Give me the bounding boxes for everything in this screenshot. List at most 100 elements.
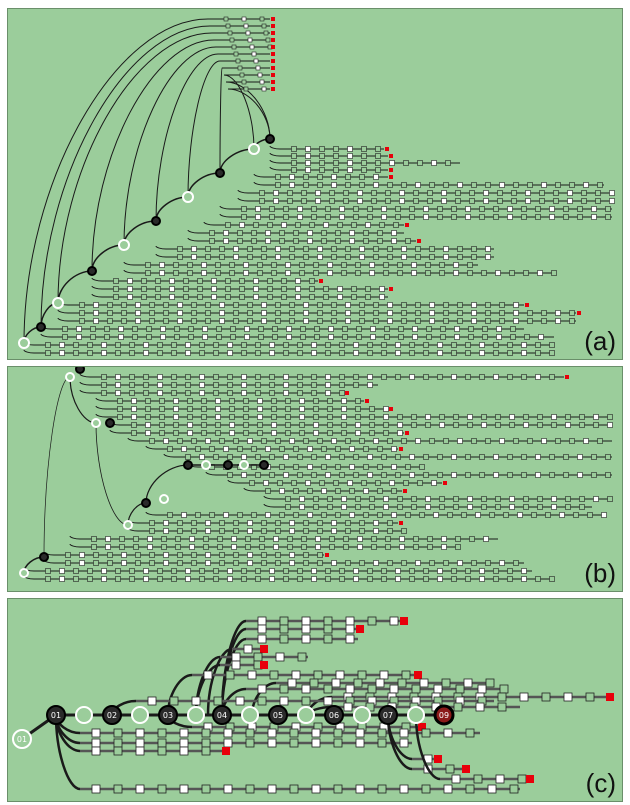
state-node: [499, 302, 505, 308]
state-node: [179, 738, 189, 748]
branch-edge: [269, 159, 281, 164]
state-node: [161, 544, 167, 550]
state-node: [453, 422, 459, 428]
state-node: [295, 222, 301, 228]
state-node: [325, 576, 331, 582]
state-node: [229, 430, 235, 436]
panel-a: (a): [7, 8, 623, 360]
hub-node: [212, 705, 232, 725]
state-node: [325, 342, 331, 348]
state-node: [496, 326, 502, 332]
state-node: [521, 568, 527, 574]
state-node: [325, 472, 331, 478]
state-node: [333, 738, 343, 748]
state-node: [261, 254, 267, 260]
state-node: [415, 560, 421, 566]
state-node: [257, 398, 263, 404]
state-node: [79, 552, 85, 558]
state-node: [219, 318, 225, 324]
state-node: [269, 382, 275, 388]
state-node: [273, 544, 279, 550]
end-marker: [414, 671, 422, 679]
state-node: [219, 246, 225, 252]
state-node: [565, 496, 571, 502]
state-node: [381, 576, 387, 582]
state-node: [311, 784, 321, 794]
state-node: [241, 454, 247, 460]
state-node: [521, 342, 527, 348]
state-node: [345, 528, 351, 534]
state-node: [267, 728, 277, 738]
state-node: [251, 51, 257, 57]
state-node: [299, 504, 305, 510]
state-node: [485, 246, 491, 252]
state-node: [329, 544, 335, 550]
state-node: [259, 79, 265, 85]
state-node: [245, 738, 255, 748]
state-node: [265, 230, 271, 236]
state-node: [595, 198, 601, 204]
state-node: [409, 576, 415, 582]
state-node: [395, 350, 401, 356]
hub-node: [324, 705, 344, 725]
state-node: [227, 30, 233, 36]
state-node: [303, 246, 309, 252]
state-node: [171, 568, 177, 574]
state-node: [555, 182, 561, 188]
end-marker: [271, 59, 275, 63]
end-marker: [271, 45, 275, 49]
state-node: [537, 414, 543, 420]
state-node: [445, 764, 455, 774]
state-node: [535, 472, 541, 478]
state-node: [465, 784, 475, 794]
state-node: [375, 153, 381, 159]
branch-edge: [91, 277, 103, 282]
state-node: [357, 190, 363, 196]
state-node: [375, 167, 381, 173]
state-node: [229, 262, 235, 268]
state-node: [307, 446, 313, 452]
hub-node: [297, 706, 315, 724]
end-marker: [271, 17, 275, 21]
state-node: [341, 496, 347, 502]
state-node: [335, 512, 341, 518]
state-node: [409, 206, 415, 212]
state-node: [237, 512, 243, 518]
state-node: [107, 318, 113, 324]
hub-node: [268, 705, 288, 725]
state-node: [171, 350, 177, 356]
state-node: [497, 692, 507, 702]
state-node: [213, 696, 223, 706]
state-node: [411, 270, 417, 276]
state-node: [209, 512, 215, 518]
state-node: [297, 382, 303, 388]
state-node: [155, 294, 161, 300]
state-node: [475, 702, 485, 712]
state-node: [177, 520, 183, 526]
state-node: [141, 278, 147, 284]
state-node: [527, 182, 533, 188]
state-node: [269, 454, 275, 460]
state-node: [453, 702, 463, 712]
state-node: [279, 230, 285, 236]
state-node: [291, 480, 297, 486]
state-node: [79, 560, 85, 566]
state-node: [241, 382, 247, 388]
end-marker: [526, 775, 534, 783]
state-node: [356, 334, 362, 340]
state-node: [171, 382, 177, 388]
state-node: [217, 536, 223, 542]
state-node: [243, 430, 249, 436]
state-node: [551, 496, 557, 502]
state-node: [337, 294, 343, 300]
state-node: [233, 254, 239, 260]
state-node: [131, 406, 137, 412]
state-node: [431, 480, 437, 486]
state-node: [163, 552, 169, 558]
state-node: [233, 552, 239, 558]
state-node: [121, 302, 127, 308]
state-node: [213, 342, 219, 348]
state-node: [347, 480, 353, 486]
state-node: [331, 678, 341, 688]
state-node: [371, 190, 377, 196]
